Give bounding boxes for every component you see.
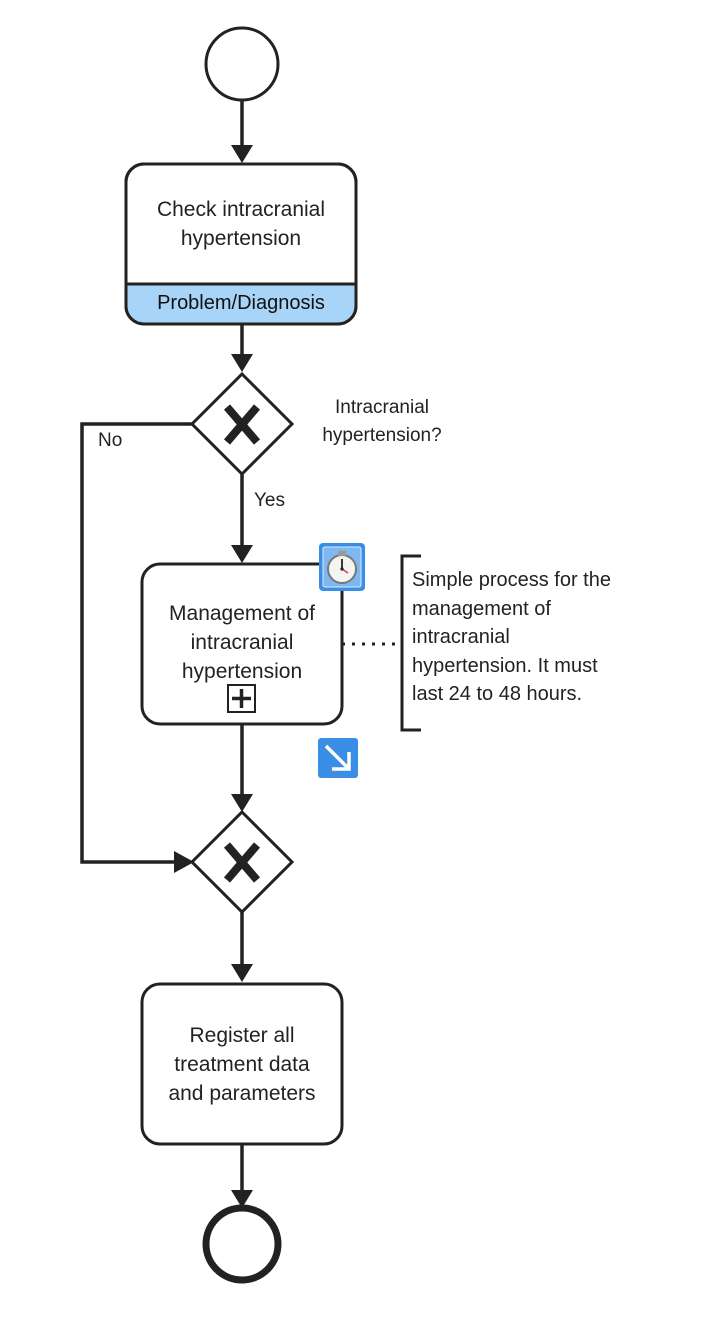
- start-event[interactable]: [204, 26, 280, 102]
- flow-arrowhead: [231, 545, 253, 563]
- gateway-split-label: Intracranial hypertension?: [322, 397, 442, 446]
- plus-icon[interactable]: [227, 684, 256, 713]
- problem-diagnosis-tag: [127, 284, 355, 323]
- end-event[interactable]: [202, 1204, 282, 1284]
- timer-icon[interactable]: [319, 543, 365, 591]
- problem-diagnosis-tag-label: Problem/Diagnosis: [157, 291, 325, 314]
- task-check-label: Check intracranial hypertension: [156, 198, 326, 250]
- annotation-text: Simple process for the management of int…: [412, 569, 611, 705]
- gateway-x-icon: [223, 404, 261, 445]
- flow-arrowhead: [231, 1190, 253, 1208]
- arrow-down-right-icon[interactable]: [318, 738, 358, 778]
- flow-arrowhead: [231, 354, 253, 372]
- flow-arrowhead: [231, 964, 253, 982]
- gateway-x-icon: [223, 842, 261, 883]
- flow-no-label: No: [98, 430, 123, 451]
- flow-arrowhead: [174, 851, 194, 873]
- flow-arrowhead: [231, 794, 253, 812]
- task-management-label: Management of intracranial hypertension: [169, 601, 315, 683]
- flow-arrowhead: [231, 145, 253, 163]
- flow-no: [80, 422, 192, 864]
- task-register-label: Register all treatment data and paramete…: [168, 1023, 316, 1105]
- annotation-bracket: [400, 554, 421, 732]
- flow-yes-label: Yes: [254, 490, 285, 511]
